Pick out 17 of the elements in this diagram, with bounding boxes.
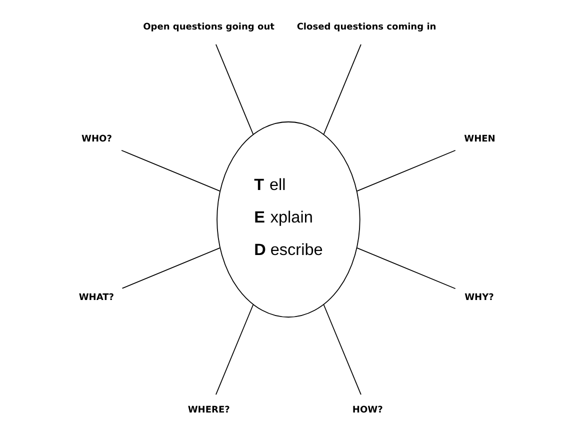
node-text: Closed questions coming in	[296, 22, 436, 32]
connector	[215, 44, 254, 135]
node-text: WHO?	[82, 134, 112, 145]
node-text: HOW?	[352, 405, 383, 416]
connector	[356, 247, 456, 290]
node-text: WHAT?	[78, 293, 114, 304]
connector	[356, 150, 456, 192]
connector	[122, 247, 220, 289]
connector	[215, 304, 254, 396]
connector	[323, 44, 362, 135]
node-text: WHERE?	[188, 405, 230, 416]
node-text: Open questions going out	[143, 22, 274, 32]
node-ellipse: T ell E xplain D escribe	[216, 121, 360, 318]
node-text: WHY?	[464, 293, 494, 304]
node-text: WHEN	[464, 134, 496, 145]
connector	[323, 304, 362, 396]
connector	[121, 150, 220, 192]
